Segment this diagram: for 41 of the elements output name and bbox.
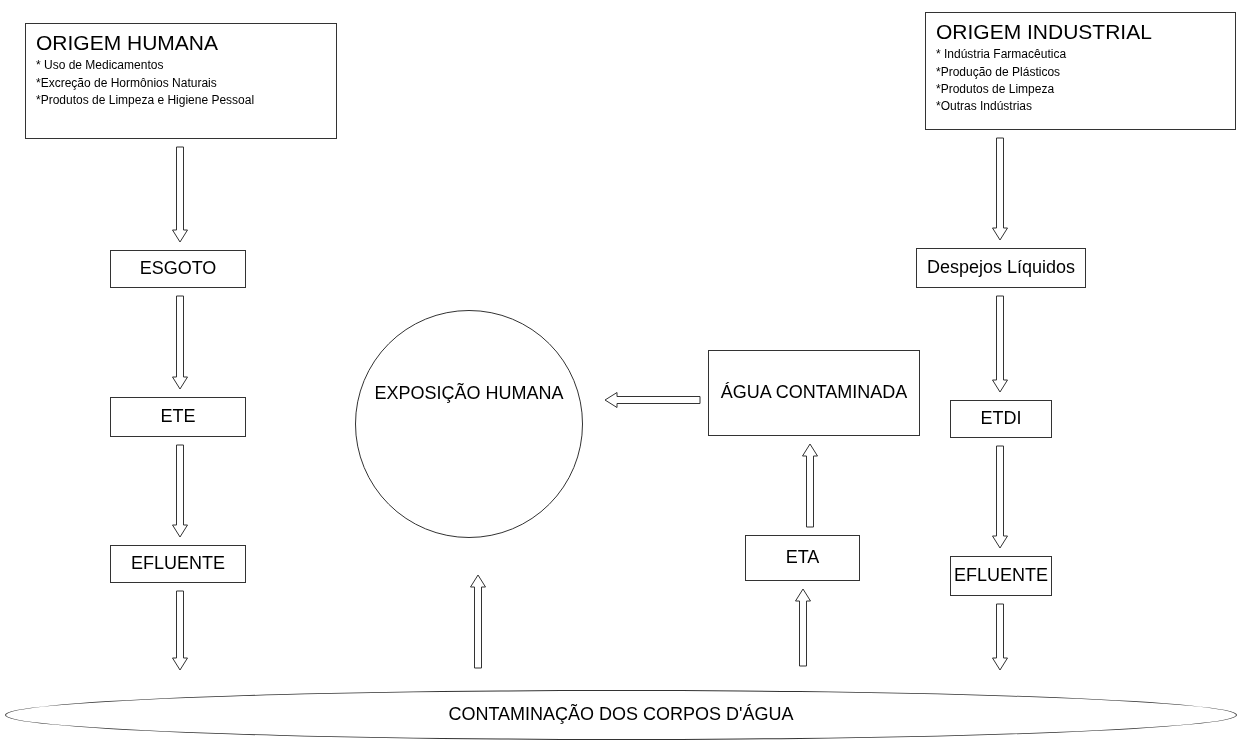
- bullet-item: *Produtos de Limpeza: [936, 80, 1055, 98]
- bullet-item: *Excreção de Hormônios Naturais: [36, 74, 217, 92]
- node-label: ETA: [785, 547, 820, 569]
- box-heading: ORIGEM INDUSTRIAL: [936, 19, 1152, 45]
- process-box: [745, 535, 860, 581]
- block-arrow: [992, 295, 1008, 393]
- process-box: [950, 556, 1052, 596]
- process-box: [708, 350, 920, 436]
- block-arrow: [172, 146, 188, 243]
- node-label: CONTAMINAÇÃO DOS CORPOS D'ÁGUA: [448, 704, 794, 726]
- bullet-item: *Outras Indústrias: [936, 98, 1033, 116]
- block-arrow: [172, 590, 188, 671]
- block-arrow: [992, 137, 1008, 241]
- source-box: [25, 23, 337, 139]
- node-label: ETE: [160, 406, 196, 428]
- node-label: EXPOSIÇÃO HUMANA: [374, 383, 564, 405]
- bullet-item: * Uso de Medicamentos: [36, 57, 164, 75]
- process-box: [110, 545, 246, 583]
- block-arrow: [992, 445, 1008, 549]
- process-box: [110, 250, 246, 288]
- block-arrow: [802, 443, 818, 528]
- node-label: ÁGUA CONTAMINADA: [720, 382, 908, 404]
- node-label: EFLUENTE: [131, 553, 225, 575]
- block-arrow: [172, 444, 188, 538]
- bullet-item: * Indústria Farmacêutica: [936, 46, 1067, 64]
- process-box: [916, 248, 1086, 288]
- process-box: [950, 400, 1052, 438]
- block-arrow: [470, 574, 486, 669]
- node-label: EFLUENTE: [954, 565, 1048, 587]
- box-heading: ORIGEM HUMANA: [36, 30, 218, 56]
- node-label: ESGOTO: [139, 258, 217, 280]
- node-label: Despejos Líquidos: [926, 257, 1076, 279]
- process-box: [110, 397, 246, 437]
- bullet-item: *Produção de Plásticos: [936, 63, 1061, 81]
- bullet-item: *Produtos de Limpeza e Higiene Pessoal: [36, 91, 255, 109]
- block-arrow: [604, 392, 701, 408]
- block-arrow: [795, 588, 811, 667]
- node-label: ETDI: [980, 408, 1022, 430]
- source-box: [925, 12, 1236, 130]
- block-arrow: [992, 603, 1008, 671]
- block-arrow: [172, 295, 188, 390]
